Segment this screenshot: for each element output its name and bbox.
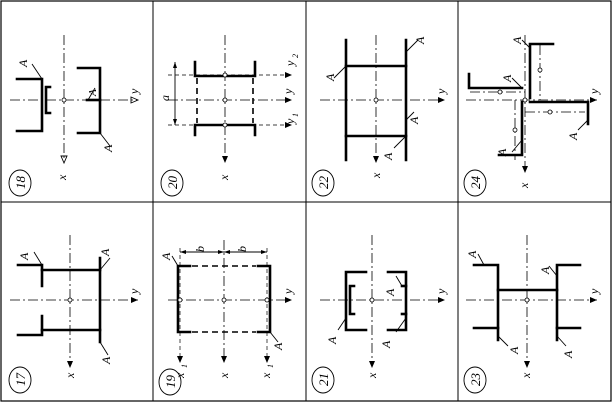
panel-number: 24	[468, 176, 483, 190]
label-A: A	[407, 116, 421, 125]
label-x: x	[55, 174, 69, 181]
label-y1: y	[283, 118, 297, 125]
label-y: y	[281, 88, 295, 95]
label-x: x	[369, 172, 383, 179]
label-y: y	[127, 88, 141, 95]
label-y2-sub: 2	[291, 54, 300, 58]
panel-18: A A A y x 18	[8, 35, 141, 197]
label-y: y	[587, 288, 601, 295]
label-x: x	[517, 182, 531, 189]
label-A: A	[379, 340, 393, 349]
label-A: A	[566, 132, 580, 141]
label-A: A	[495, 148, 509, 157]
label-y: y	[434, 288, 448, 295]
panel-number: 21	[316, 373, 331, 386]
label-x: x	[365, 372, 379, 379]
label-A: A	[87, 89, 99, 97]
label-A: A	[465, 250, 479, 259]
panel-22: A A A A y x 22	[311, 35, 448, 197]
label-x1-sub: 1	[266, 364, 275, 368]
label-A: A	[271, 342, 285, 351]
label-A: A	[99, 356, 113, 365]
label-A: A	[381, 152, 395, 161]
panel-17: A A A y x 17	[8, 235, 141, 394]
label-A: A	[325, 336, 339, 345]
label-x: x	[519, 372, 533, 379]
label-y: y	[281, 288, 295, 295]
panel-24: A A A A y x 24	[463, 35, 601, 197]
label-b: b	[193, 246, 207, 252]
panel-number: 18	[13, 176, 28, 190]
panel-number: 23	[468, 373, 483, 387]
label-A: A	[98, 248, 112, 257]
label-x1-sub: 1	[180, 364, 189, 368]
label-y: y	[434, 88, 448, 95]
label-x: x	[217, 174, 231, 181]
panel-23: A A A A y x 23	[463, 235, 601, 394]
panel-21: A A A y x 21	[311, 235, 448, 394]
panel-19: A A b b y x x 1 x 1 19	[158, 240, 295, 396]
label-y1-sub: 1	[291, 113, 300, 117]
label-y: y	[127, 288, 141, 295]
panel-20: a y y 2 y 1 x 20	[158, 35, 300, 197]
label-A: A	[561, 350, 575, 359]
panel-number: 22	[316, 176, 331, 190]
label-y2: y	[283, 60, 297, 67]
label-A: A	[538, 266, 552, 275]
label-A: A	[17, 252, 31, 261]
panel-number: 17	[13, 373, 28, 387]
panel-number: 20	[165, 176, 180, 190]
label-A: A	[383, 288, 397, 297]
label-b: b	[235, 246, 249, 252]
label-A: A	[101, 144, 115, 153]
label-x1: x	[259, 372, 273, 379]
label-A: A	[510, 36, 524, 45]
label-x: x	[63, 372, 77, 379]
label-A: A	[323, 73, 337, 82]
label-x: x	[217, 372, 231, 379]
label-y: y	[587, 88, 601, 95]
panel-number: 19	[163, 375, 178, 389]
label-A: A	[159, 252, 173, 261]
label-A: A	[16, 59, 30, 68]
label-A: A	[413, 36, 427, 45]
label-A: A	[507, 346, 521, 355]
label-a: a	[158, 95, 172, 101]
label-A: A	[500, 74, 514, 83]
